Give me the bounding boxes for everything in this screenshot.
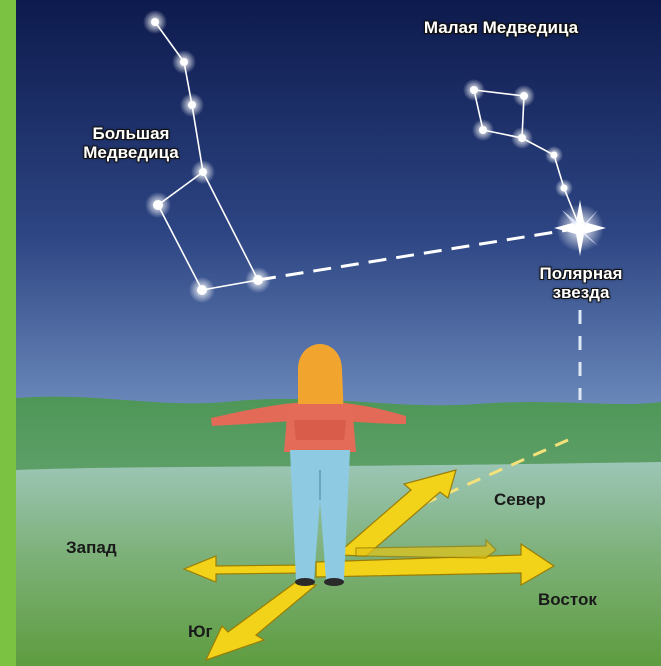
little-dipper-label: Малая Медведица	[421, 18, 581, 37]
west-label: Запад	[66, 538, 117, 558]
illustration: Большая Медведица Малая Медведица Полярн…	[16, 0, 661, 666]
north-label: Север	[494, 490, 546, 510]
south-label: Юг	[188, 622, 213, 642]
polaris-label: Полярная звезда	[516, 264, 646, 302]
big-dipper-label: Большая Медведица	[56, 124, 206, 162]
scene-svg	[16, 0, 661, 666]
east-label: Восток	[538, 590, 597, 610]
